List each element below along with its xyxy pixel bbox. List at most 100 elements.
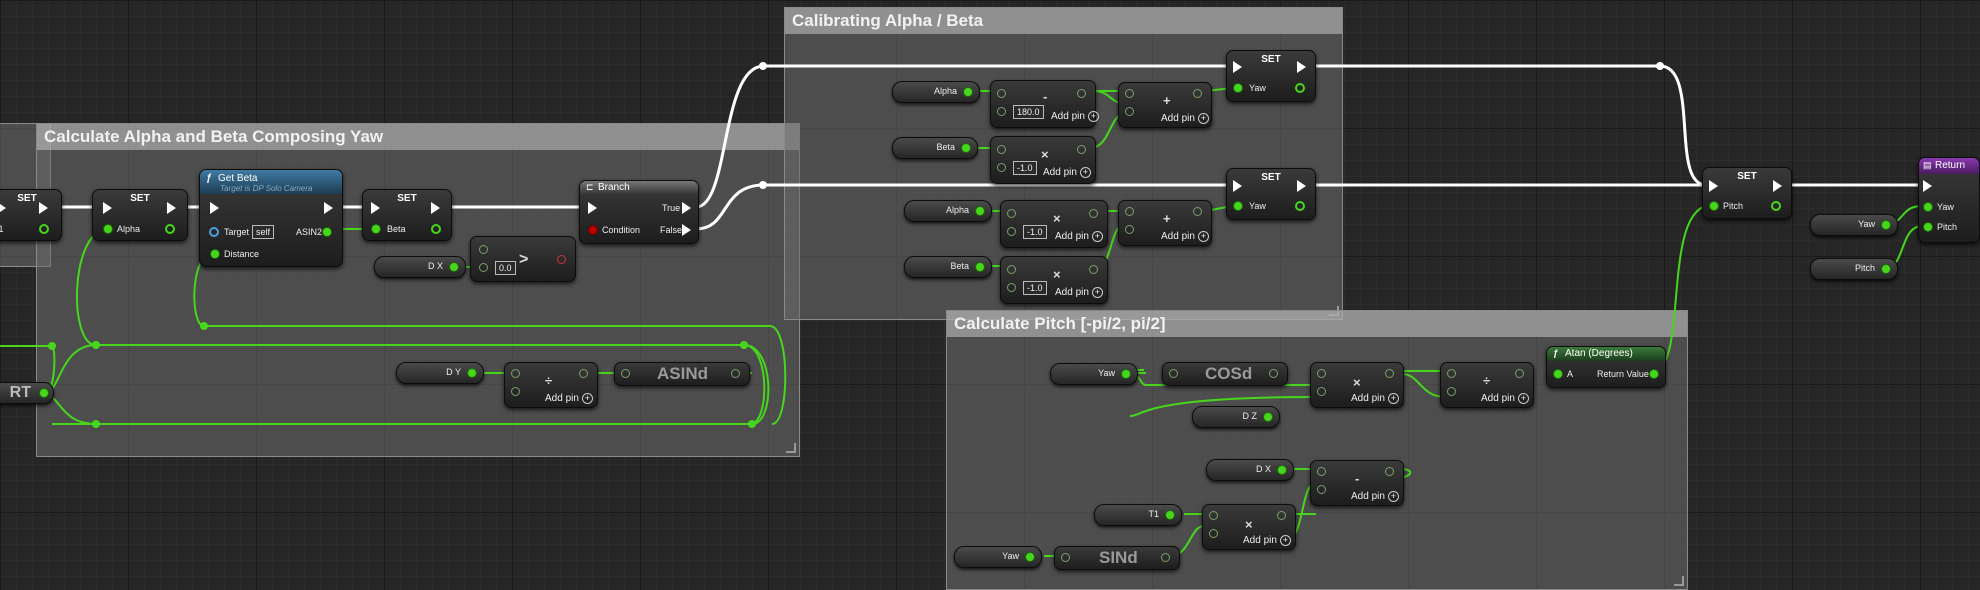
add-pin-button[interactable]: Add pin+ [545, 393, 593, 404]
add-pin-button[interactable]: Add pin+ [1055, 231, 1103, 242]
divide-node[interactable]: ÷ Add pin+ [504, 362, 598, 408]
variable-yaw[interactable]: Yaw [1810, 214, 1898, 236]
variable-pitch[interactable]: Pitch [1810, 258, 1898, 280]
multiply-node[interactable]: -1.0 × Add pin+ [1000, 200, 1108, 248]
data-pin-icon[interactable] [165, 224, 175, 234]
variable-dy[interactable]: D Y [396, 362, 484, 384]
data-pin-icon[interactable] [1161, 553, 1170, 562]
exec-pin-icon[interactable] [167, 202, 176, 214]
data-pin-icon[interactable] [1007, 227, 1016, 236]
data-pin-icon[interactable] [1077, 89, 1086, 98]
data-pin-icon[interactable] [1193, 207, 1202, 216]
data-pin-icon[interactable] [1193, 89, 1202, 98]
add-node[interactable]: + Add pin+ [1118, 82, 1212, 128]
data-pin-icon[interactable] [997, 89, 1006, 98]
variable-beta[interactable]: Beta [892, 137, 978, 159]
variable-dx[interactable]: D X [1206, 459, 1294, 481]
exec-pin-icon[interactable] [588, 202, 597, 214]
data-pin-icon[interactable] [210, 249, 220, 259]
data-pin-icon[interactable] [1125, 225, 1134, 234]
exec-pin-icon[interactable] [39, 202, 48, 214]
variable-dx[interactable]: D X [374, 256, 466, 278]
data-pin-icon[interactable] [371, 224, 381, 234]
exec-pin-icon[interactable] [103, 202, 112, 214]
return-node[interactable]: ▤ Return Yaw Pitch [1918, 157, 1980, 243]
add-pin-button[interactable]: Add pin+ [1351, 491, 1399, 502]
data-pin-icon[interactable] [1125, 89, 1134, 98]
data-pin-icon[interactable] [479, 263, 488, 272]
data-pin-icon[interactable] [961, 143, 971, 153]
data-pin-icon[interactable] [1771, 201, 1781, 211]
branch-node[interactable]: ⊏ Branch True Condition False [579, 180, 699, 244]
data-pin-icon[interactable] [1169, 369, 1178, 378]
data-pin-icon[interactable] [39, 224, 49, 234]
subtract-node[interactable]: 180.0 - Add pin+ [990, 80, 1099, 128]
data-pin-icon[interactable] [1061, 553, 1070, 562]
data-pin-icon[interactable] [1317, 485, 1326, 494]
data-pin-icon[interactable] [1649, 369, 1659, 379]
data-pin-icon[interactable] [1277, 511, 1286, 520]
data-pin-icon[interactable] [1233, 83, 1243, 93]
data-pin-icon[interactable] [588, 225, 598, 235]
subtract-node[interactable]: - Add pin+ [1310, 460, 1404, 506]
asind-node[interactable]: ASINd [614, 362, 750, 386]
data-pin-icon[interactable] [1089, 265, 1098, 274]
data-pin-icon[interactable] [1277, 465, 1287, 475]
data-pin-icon[interactable] [1077, 145, 1086, 154]
exec-pin-icon[interactable] [682, 224, 691, 236]
resize-handle[interactable] [1674, 576, 1684, 586]
set-pitch-node[interactable]: SET Pitch [1702, 167, 1792, 219]
multiply-node[interactable]: -1.0 × Add pin+ [990, 136, 1096, 184]
data-pin-icon[interactable] [1923, 202, 1933, 212]
variable-rt[interactable]: RT [0, 382, 54, 404]
data-pin-icon[interactable] [997, 145, 1006, 154]
exec-pin-icon[interactable] [431, 202, 440, 214]
variable-t1[interactable]: T1 [1094, 504, 1182, 526]
divide-node[interactable]: ÷ Add pin+ [1440, 362, 1534, 408]
set-alpha-node[interactable]: SET Alpha [92, 189, 188, 241]
data-pin-icon[interactable] [1515, 369, 1524, 378]
variable-dz[interactable]: D Z [1192, 406, 1280, 428]
data-pin-icon[interactable] [1165, 510, 1175, 520]
data-pin-icon[interactable] [1385, 369, 1394, 378]
data-pin-icon[interactable] [1923, 222, 1933, 232]
add-pin-button[interactable]: Add pin+ [1351, 393, 1399, 404]
data-pin-icon[interactable] [1125, 207, 1134, 216]
data-pin-icon[interactable] [103, 224, 113, 234]
set-beta-node[interactable]: SET Beta [362, 189, 452, 241]
data-pin-icon[interactable] [1317, 387, 1326, 396]
exec-pin-icon[interactable] [1297, 61, 1306, 73]
add-pin-button[interactable]: Add pin+ [1051, 111, 1099, 122]
data-pin-icon[interactable] [511, 369, 520, 378]
data-pin-icon[interactable] [975, 206, 985, 216]
data-pin-icon[interactable] [1447, 387, 1456, 396]
resize-handle[interactable] [786, 443, 796, 453]
data-pin-icon[interactable] [731, 369, 740, 378]
value-field-180[interactable]: 180.0 [1013, 105, 1044, 119]
data-pin-icon[interactable] [1125, 107, 1134, 116]
data-pin-icon[interactable] [1317, 369, 1326, 378]
data-pin-icon[interactable] [1007, 283, 1016, 292]
data-pin-icon[interactable] [449, 262, 459, 272]
set-yaw-node-1[interactable]: SET Yaw [1226, 50, 1316, 102]
multiply-node[interactable]: × Add pin+ [1202, 504, 1296, 550]
greater-node[interactable]: 0.0 > [470, 236, 576, 282]
value-field-neg1[interactable]: -1.0 [1013, 161, 1037, 175]
set-node-partial[interactable]: SET T1 [0, 189, 62, 241]
data-pin-icon[interactable] [579, 369, 588, 378]
data-pin-icon[interactable] [1089, 209, 1098, 218]
multiply-node[interactable]: × Add pin+ [1310, 362, 1404, 408]
data-pin-icon[interactable] [39, 388, 49, 398]
variable-alpha[interactable]: Alpha [892, 81, 980, 103]
data-pin-icon[interactable] [209, 227, 219, 237]
multiply-node[interactable]: -1.0 × Add pin+ [1000, 256, 1108, 304]
cosd-node[interactable]: COSd [1162, 362, 1288, 386]
data-pin-icon[interactable] [1121, 369, 1131, 379]
data-pin-icon[interactable] [1881, 264, 1891, 274]
data-pin-icon[interactable] [1209, 511, 1218, 520]
data-pin-icon[interactable] [1447, 369, 1456, 378]
data-pin-icon[interactable] [1209, 529, 1218, 538]
exec-pin-icon[interactable] [1233, 180, 1242, 192]
data-pin-icon[interactable] [1385, 467, 1394, 476]
